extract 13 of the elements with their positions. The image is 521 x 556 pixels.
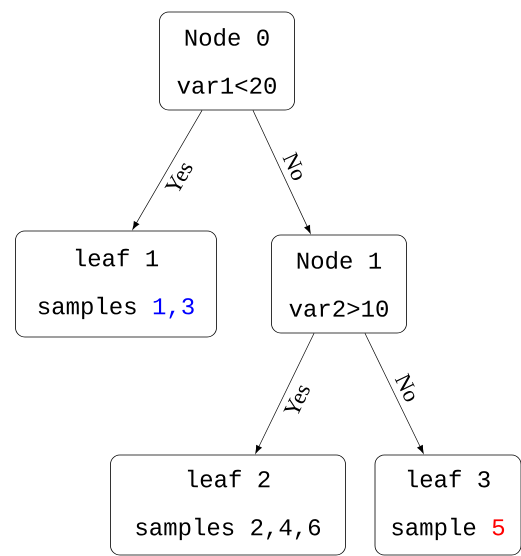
node-box: leaf 3 sample 5 (374, 454, 521, 556)
edge-label: No (392, 370, 422, 406)
arrow (364, 333, 424, 454)
node-box: Node 0 var1<20 (159, 12, 295, 110)
arrow (252, 110, 311, 234)
node-box: leaf 1 samples 1,3 (15, 230, 217, 338)
arrow (132, 110, 202, 230)
arrow (255, 333, 314, 454)
edge-label: No (280, 149, 310, 184)
node-box: Node 1 var2>10 (271, 234, 407, 334)
edge-label: Yes (162, 158, 196, 198)
edge-label: Yes (281, 380, 313, 420)
node-box: leaf 2 samples 2,4,6 (110, 454, 346, 556)
